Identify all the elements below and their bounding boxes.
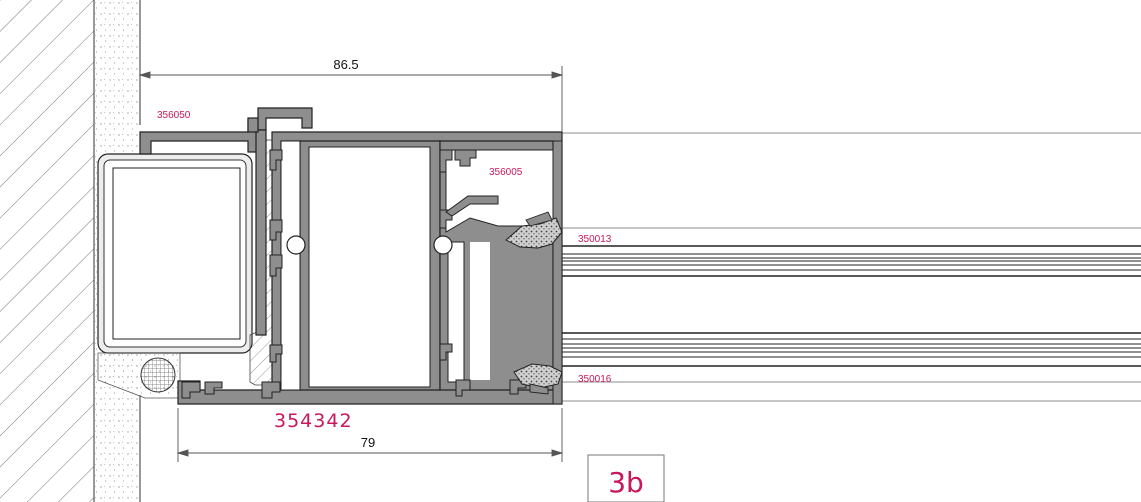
masonry-wall — [0, 0, 95, 502]
label-frame-cap: 356050 — [157, 110, 191, 121]
label-inner-gasket: 350016 — [578, 374, 612, 385]
dimension-top — [138, 66, 564, 132]
label-glazing-bead: 356005 — [489, 167, 523, 178]
label-main-profile: 354342 — [274, 410, 353, 432]
profile-details — [181, 149, 527, 399]
outer-gasket — [505, 211, 563, 249]
figure-badge-label: 3b — [608, 466, 644, 499]
glazing-unit — [490, 245, 1141, 367]
glazing-bead-profile — [445, 149, 499, 217]
window-frame-block — [97, 153, 253, 354]
reference-lines — [562, 132, 1141, 402]
label-outer-gasket: 350013 — [578, 234, 612, 245]
frame-cap-profile — [139, 107, 313, 336]
dimension-top-label: 86.5 — [333, 57, 358, 72]
inner-gasket — [513, 363, 563, 395]
dimension-bottom — [176, 408, 564, 462]
sealant-joint — [97, 352, 181, 399]
figure-badge: 3b — [587, 454, 665, 502]
main-frame-profile — [177, 131, 563, 405]
dimension-bottom-label: 79 — [361, 435, 375, 450]
